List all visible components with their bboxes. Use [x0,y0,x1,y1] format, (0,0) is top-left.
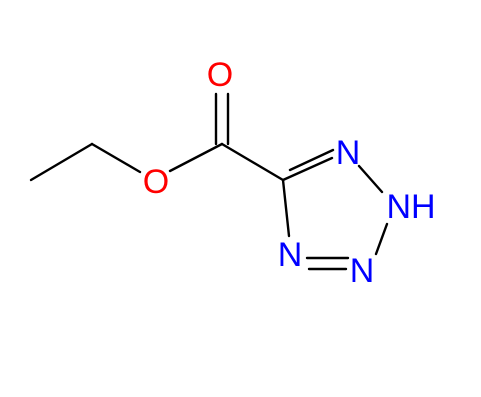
carbonyl-oxygen-label: O [207,56,233,94]
bond-c5-n1-a [281,156,334,182]
n4-label: N [278,236,303,274]
bond-ch3-ch2 [29,142,94,182]
bond-n1-n2 [357,164,384,194]
bond-ch2-ester-o [90,142,142,174]
bond-carbonyl-c-ring-c [220,142,285,182]
n3-label: N [350,252,375,290]
ester-oxygen-label: O [143,163,169,201]
n2h-label: NH [386,188,435,226]
bond-c5-n1-b [288,148,335,172]
bond-n2-n3 [374,222,389,256]
bond-n4-c5 [281,178,291,238]
bond-ester-o-carbonyl-c [168,142,224,173]
n1-label: N [336,134,361,172]
